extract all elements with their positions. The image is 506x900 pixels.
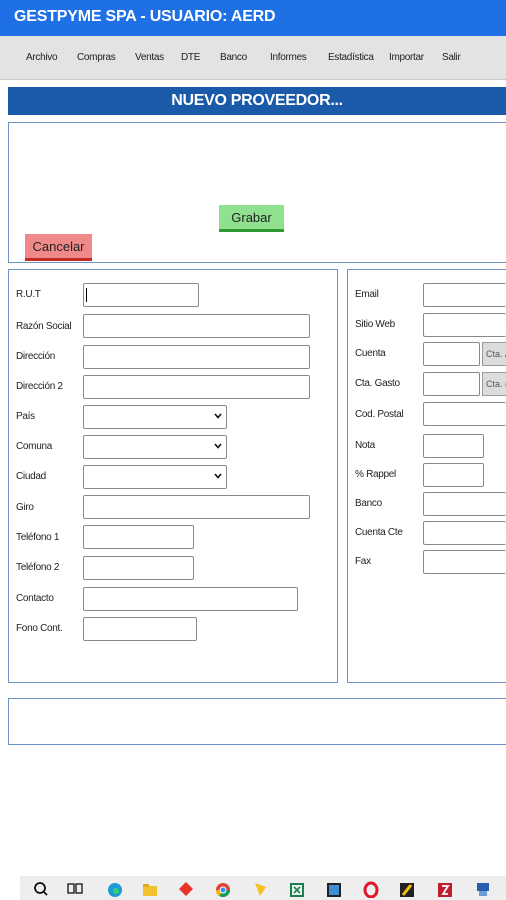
menu-item-compras[interactable]: Compras: [77, 52, 116, 63]
start-button[interactable]: [0, 876, 20, 900]
edge-icon[interactable]: [106, 880, 124, 898]
pais-label: País: [16, 411, 35, 422]
menu-item-estadistica[interactable]: Estadística: [328, 52, 374, 63]
sitio-web-label: Sitio Web: [355, 319, 395, 330]
banco-label: Banco: [355, 498, 382, 509]
search-icon[interactable]: [32, 880, 50, 898]
menu-item-importar[interactable]: Importar: [389, 52, 424, 63]
cod-postal-label: Cod. Postal: [355, 409, 404, 420]
app-title: GESTPYME SPA - USUARIO: AERD: [14, 8, 276, 25]
menu-item-salir[interactable]: Salir: [442, 52, 461, 63]
cta-gasto-label: Cta. Gasto: [355, 378, 400, 389]
task-view-icon[interactable]: [66, 880, 84, 898]
cuenta-input[interactable]: [423, 342, 480, 366]
nota-label: Nota: [355, 440, 375, 451]
cuenta-cte-label: Cuenta Cte: [355, 527, 403, 538]
chrome-icon[interactable]: [214, 880, 232, 898]
cancel-button[interactable]: Cancelar: [25, 234, 92, 261]
filezilla-icon[interactable]: [436, 880, 454, 898]
file-explorer-icon[interactable]: [141, 880, 159, 898]
cta-gasto-input[interactable]: [423, 372, 480, 396]
chevron-down-icon: [214, 413, 222, 419]
razon-social-label: Razón Social: [16, 321, 72, 332]
direccion-label: Dirección: [16, 351, 55, 362]
fax-input[interactable]: [423, 550, 506, 574]
giro-label: Giro: [16, 502, 34, 513]
menu-item-banco[interactable]: Banco: [220, 52, 247, 63]
email-input[interactable]: [423, 283, 506, 307]
opera-icon[interactable]: [362, 880, 380, 898]
fax-label: Fax: [355, 556, 371, 567]
comuna-label: Comuna: [16, 441, 52, 452]
giro-input[interactable]: [83, 495, 310, 519]
app-icon[interactable]: [325, 880, 343, 898]
menu-item-dte[interactable]: DTE: [181, 52, 201, 63]
cuenta-label: Cuenta: [355, 348, 386, 359]
menu-item-archivo[interactable]: Archivo: [26, 52, 58, 63]
app-icon[interactable]: [398, 880, 416, 898]
app-icon[interactable]: [474, 880, 492, 898]
menu-item-informes[interactable]: Informes: [270, 52, 307, 63]
direccion-input[interactable]: [83, 345, 310, 369]
page-title: NUEVO PROVEEDOR...: [171, 92, 343, 109]
ciudad-select[interactable]: [83, 465, 227, 489]
chevron-down-icon: [214, 443, 222, 449]
chevron-down-icon: [214, 473, 222, 479]
direccion2-label: Dirección 2: [16, 381, 63, 392]
menu-bar: Archivo Compras Ventas DTE Banco Informe…: [0, 36, 506, 80]
telefono1-input[interactable]: [83, 525, 194, 549]
cuenta-cte-input[interactable]: [423, 521, 506, 545]
direccion2-input[interactable]: [83, 375, 310, 399]
sticky-app-icon[interactable]: [251, 880, 269, 898]
nota-input[interactable]: [423, 434, 484, 458]
menu-item-ventas[interactable]: Ventas: [135, 52, 164, 63]
cuenta-lookup-button[interactable]: Cta. /: [482, 342, 506, 366]
fono-cont-label: Fono Cont.: [16, 623, 63, 634]
rut-input[interactable]: [83, 283, 199, 307]
save-button[interactable]: Grabar: [219, 205, 284, 232]
rut-label: R.U.T: [16, 289, 41, 300]
sitio-web-input[interactable]: [423, 313, 506, 337]
excel-icon[interactable]: [288, 880, 306, 898]
comuna-select[interactable]: [83, 435, 227, 459]
ciudad-label: Ciudad: [16, 471, 46, 482]
text-cursor: [86, 288, 87, 302]
contacto-input[interactable]: [83, 587, 298, 611]
razon-social-input[interactable]: [83, 314, 310, 338]
anydesk-icon[interactable]: [177, 880, 195, 898]
cod-postal-input[interactable]: [423, 402, 506, 426]
telefono2-input[interactable]: [83, 556, 194, 580]
app-title-bar: GESTPYME SPA - USUARIO: AERD: [0, 0, 506, 36]
os-taskbar: [0, 876, 506, 900]
telefono1-label: Teléfono 1: [16, 532, 60, 543]
email-label: Email: [355, 289, 379, 300]
footer-panel: [8, 698, 506, 745]
contacto-label: Contacto: [16, 593, 54, 604]
pais-select[interactable]: [83, 405, 227, 429]
rappel-input[interactable]: [423, 463, 484, 487]
rappel-label: % Rappel: [355, 469, 396, 480]
page-heading-bar: NUEVO PROVEEDOR...: [8, 87, 506, 115]
telefono2-label: Teléfono 2: [16, 562, 60, 573]
fono-cont-input[interactable]: [83, 617, 197, 641]
banco-input[interactable]: [423, 492, 506, 516]
cta-gasto-lookup-button[interactable]: Cta. (: [482, 372, 506, 396]
